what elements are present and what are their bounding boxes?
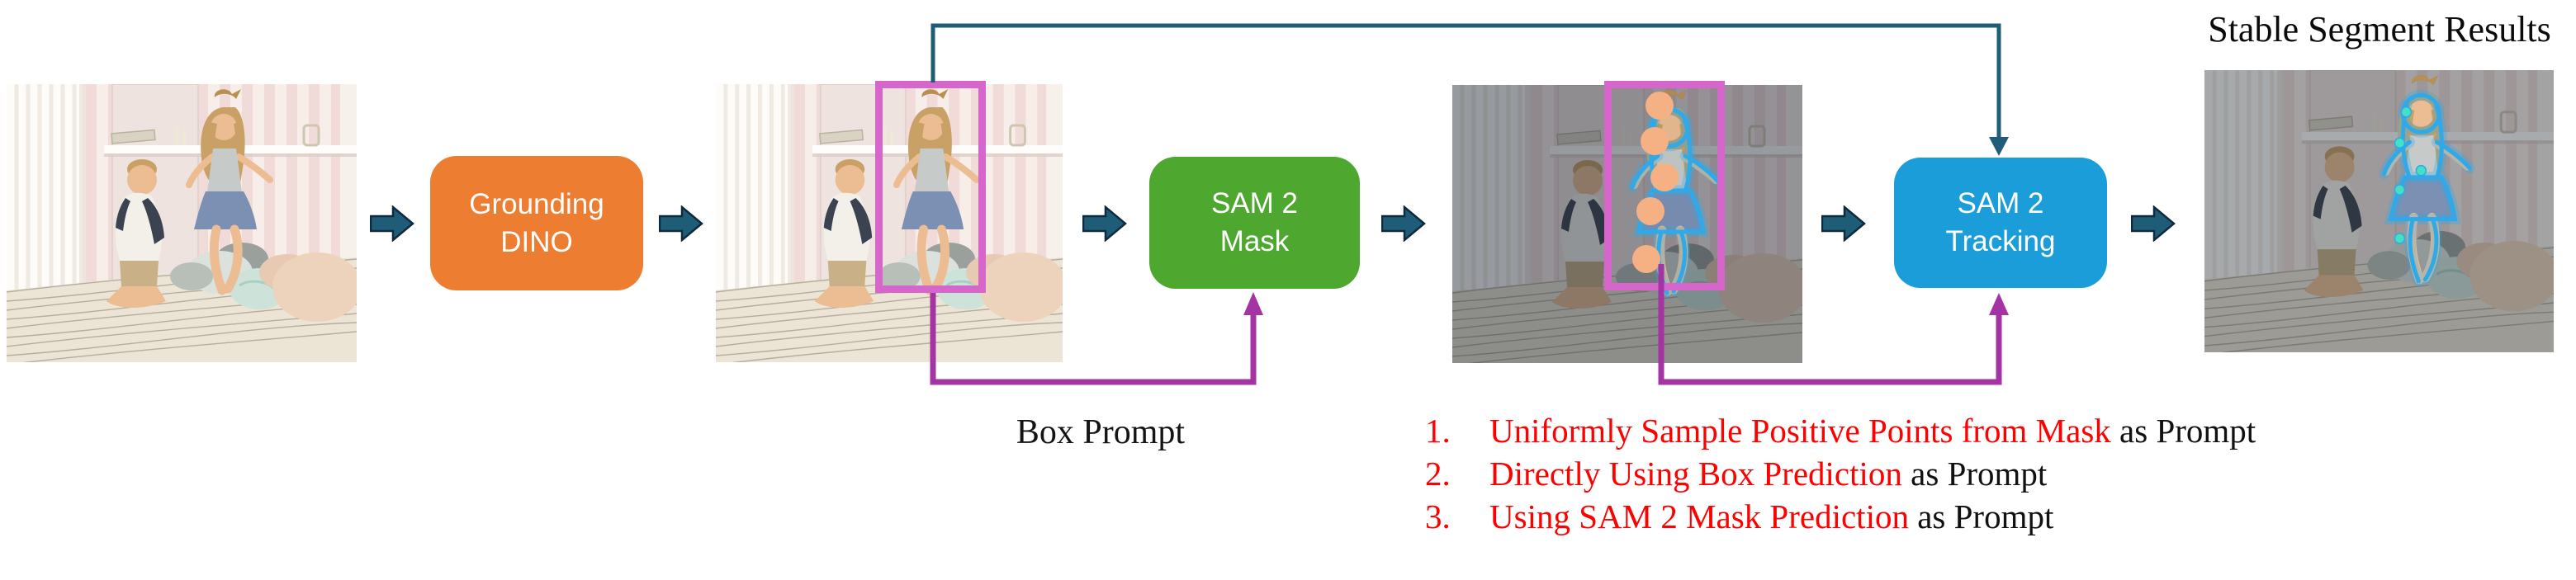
figure-title: Stable Segment Results [2208, 9, 2551, 50]
positive-point [1650, 163, 1679, 191]
sam2-tracking-box: SAM 2 Tracking [1894, 158, 2107, 288]
sam2-mask-label-line2: Mask [1219, 225, 1290, 257]
prompt-option-1-number: 1. [1425, 412, 1451, 450]
prompt-option-2-number: 2. [1425, 455, 1451, 493]
sam2-tracking-label-line2: Tracking [1945, 225, 2056, 257]
track-point [2400, 106, 2413, 118]
boy-figure [814, 159, 874, 308]
grounding-dino-box: Grounding DINO [430, 156, 643, 290]
track-point [2394, 233, 2406, 244]
boy-figure [1552, 160, 1612, 309]
video-frame-result [2204, 70, 2554, 352]
flow-arrow-5-icon [1821, 205, 1866, 242]
sam2-mask-label-line1: SAM 2 [1210, 187, 1299, 219]
mask-bbox [1604, 81, 1725, 290]
prompt-option-3-highlight: Using SAM 2 Mask Prediction [1489, 497, 1909, 535]
sam2-mask-box: SAM 2 Mask [1149, 157, 1360, 289]
grounding-dino-label-line2: DINO [500, 225, 573, 258]
track-point [2415, 164, 2427, 177]
detection-bbox [875, 81, 986, 293]
track-point [2394, 184, 2406, 196]
flow-arrow-3-icon [1082, 205, 1127, 242]
sam2-tracking-label-line1: SAM 2 [1957, 187, 2044, 219]
mask-prompt-arrowhead-icon [1989, 293, 2009, 315]
flow-arrow-2-icon [659, 205, 703, 242]
prompt-option-2: 2. Directly Using Box Prediction as Prom… [1425, 454, 2256, 497]
grounding-dino-label-line1: Grounding [469, 187, 604, 220]
box-prompt-label: Box Prompt [1016, 413, 1186, 451]
prompt-option-3-number: 3. [1425, 497, 1451, 535]
prompt-option-3-rest: as Prompt [1908, 497, 2054, 535]
boy-figure [2304, 146, 2364, 298]
flow-arrow-4-icon [1381, 205, 1426, 242]
boy-figure [107, 159, 166, 308]
prompt-option-1-highlight: Uniformly Sample Positive Points from Ma… [1489, 412, 2111, 450]
girl-figure [186, 89, 273, 295]
prompt-option-2-rest: as Prompt [1901, 455, 2048, 493]
flow-arrow-6-icon [2131, 205, 2176, 242]
positive-point [1632, 245, 1660, 273]
prompt-option-3: 3. Using SAM 2 Mask Prediction as Prompt [1425, 497, 2256, 540]
prompt-option-1-rest: as Prompt [2110, 412, 2256, 450]
video-frame-input [7, 84, 357, 362]
box-prompt-arrowhead-icon [1243, 292, 1263, 315]
flow-arrow-1-icon [370, 205, 414, 242]
prompt-option-1: 1. Uniformly Sample Positive Points from… [1425, 411, 2256, 454]
positive-point [1636, 197, 1664, 225]
prompt-strategy-list: 1. Uniformly Sample Positive Points from… [1425, 411, 2256, 540]
track-point [2394, 137, 2406, 149]
tracking-feedback-arrowhead-icon [1989, 137, 2009, 156]
prompt-option-2-highlight: Directly Using Box Prediction [1489, 455, 1902, 493]
